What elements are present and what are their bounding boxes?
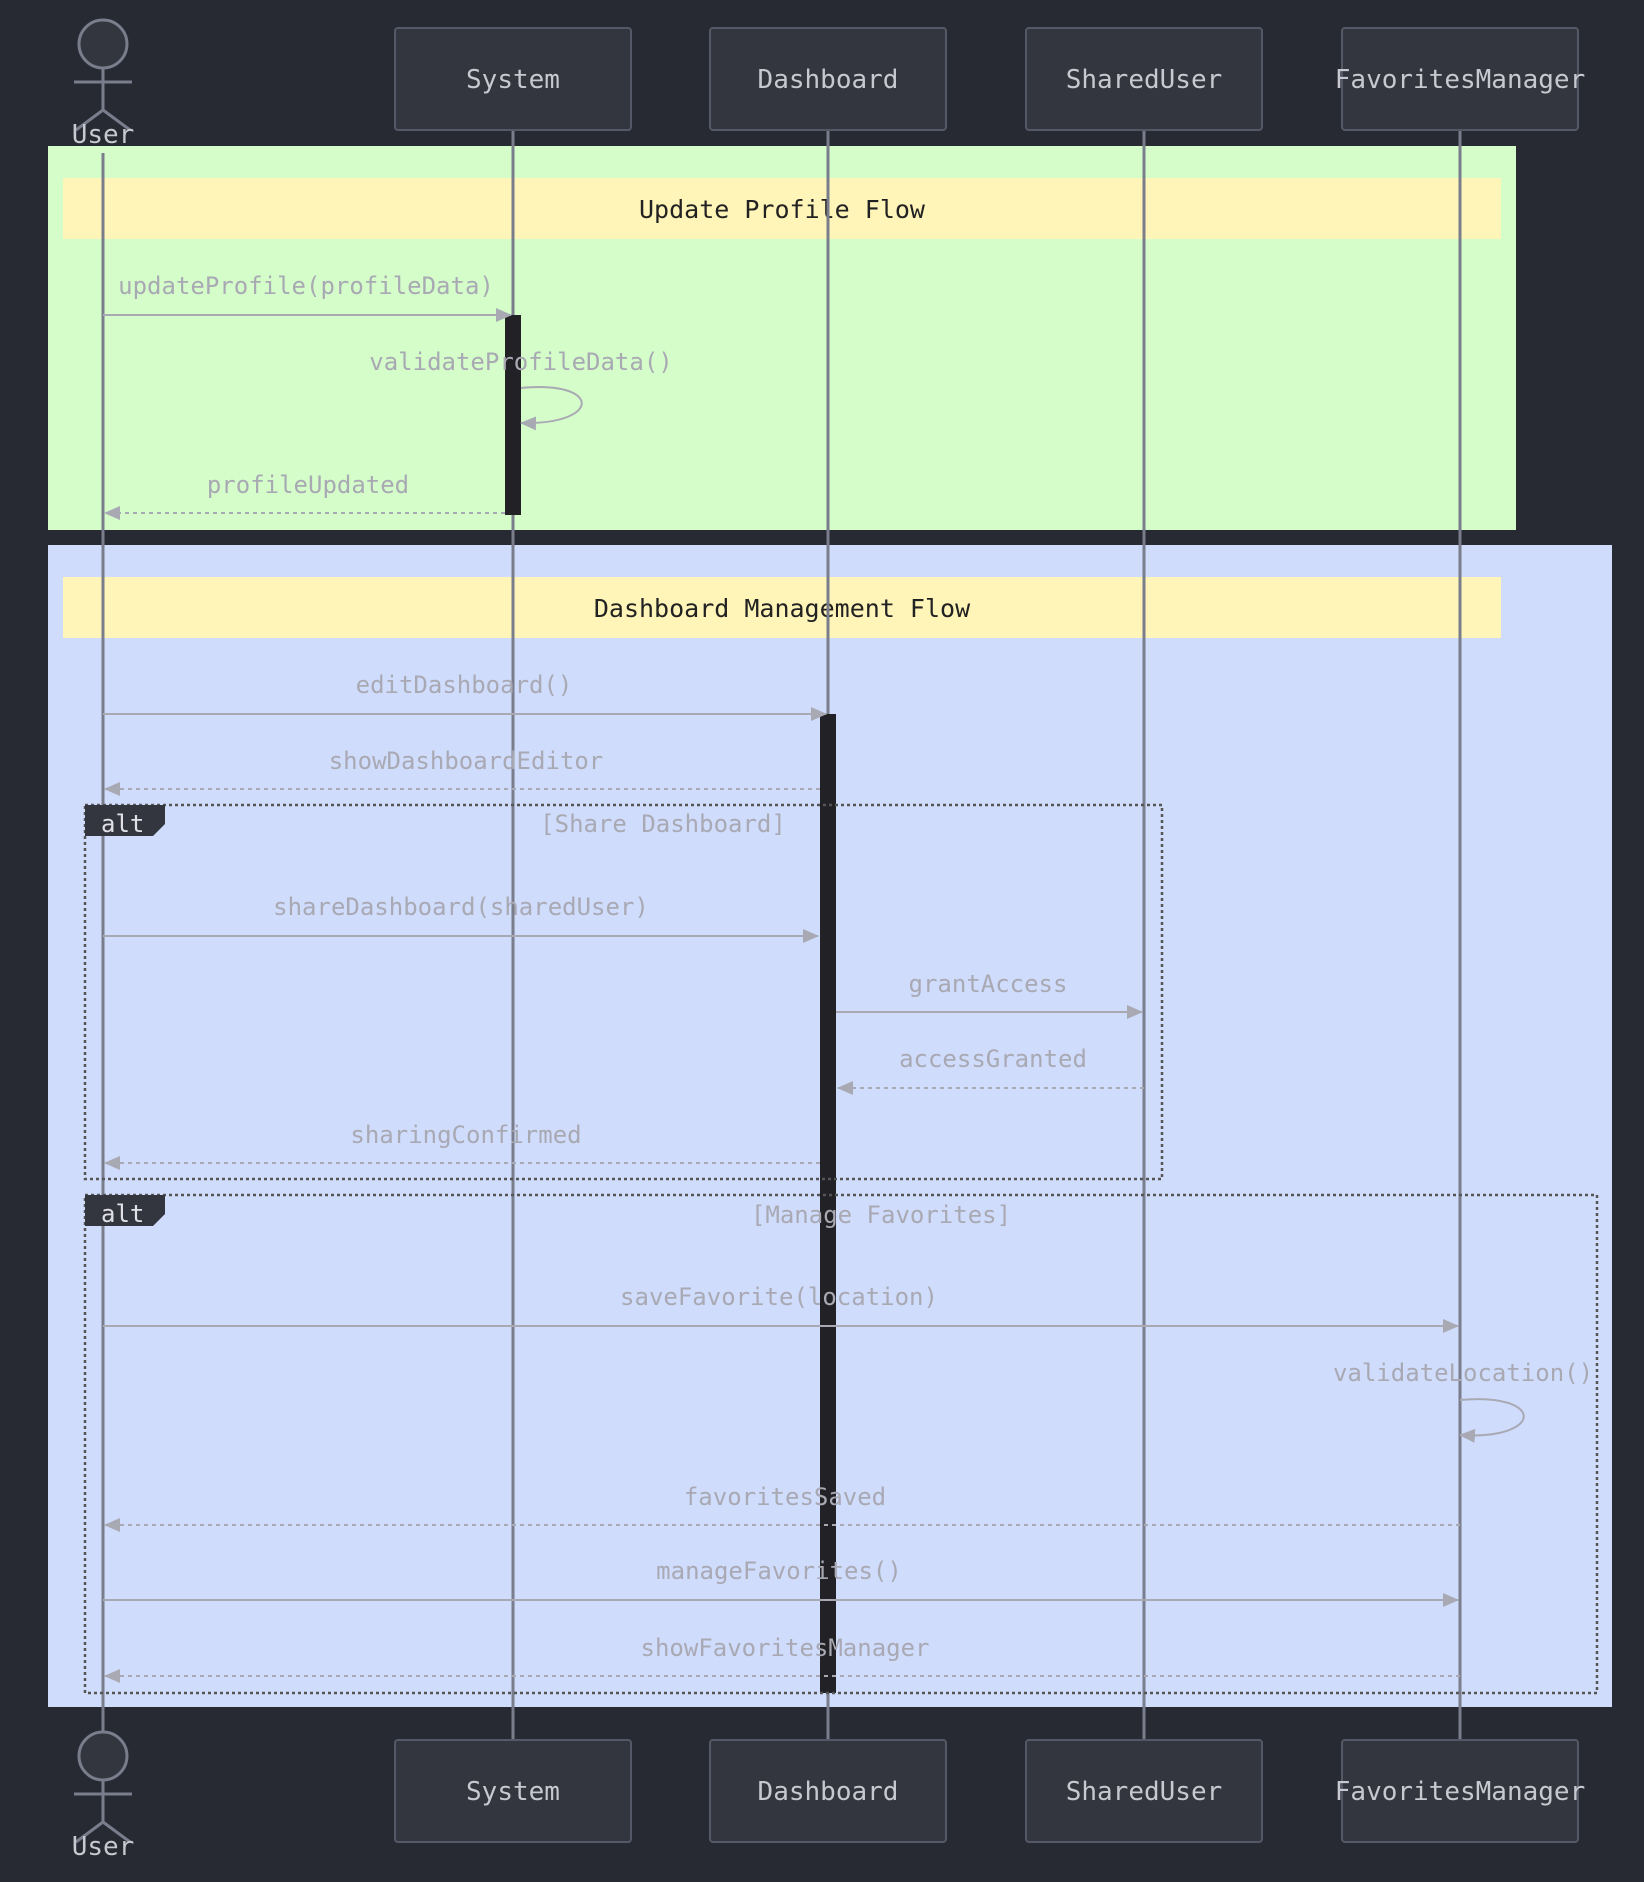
alt-favorites-condition: [Manage Favorites] (751, 1201, 1011, 1229)
message-arrow (1459, 1398, 1525, 1443)
actor-head-icon (77, 18, 129, 70)
message-label: manageFavorites() (656, 1557, 902, 1585)
message-label: saveFavorite(location) (620, 1283, 938, 1311)
participant-label-user: User (72, 120, 135, 150)
participant-label-dashboard: Dashboard (758, 65, 899, 95)
activation-system (505, 315, 521, 515)
participant-label-favoritesmanager: FavoritesManager (1335, 1777, 1585, 1807)
note-update-profile-label: Update Profile Flow (639, 195, 926, 224)
message-label: validateLocation() (1333, 1359, 1593, 1387)
participant-label-system: System (466, 1777, 560, 1807)
message-label: shareDashboard(sharedUser) (273, 893, 649, 921)
participant-system-bottom: System (394, 1739, 632, 1843)
participant-dashboard-top: Dashboard (709, 27, 947, 131)
message-arrow (520, 386, 583, 431)
participant-favoritesmanager-bottom: FavoritesManager (1335, 1739, 1585, 1843)
message-label: grantAccess (909, 970, 1068, 998)
alt-share-keyword: alt (101, 810, 144, 838)
alt-frame-share-dashboard: alt [Share Dashboard] (83, 803, 1164, 1181)
message-label: updateProfile(profileData) (118, 272, 494, 300)
actor-user-top: User (72, 18, 135, 150)
participant-label-shareduser: SharedUser (1066, 1777, 1223, 1807)
participant-dashboard-bottom: Dashboard (709, 1739, 947, 1843)
message-label: accessGranted (899, 1045, 1087, 1073)
actor-user-bottom: User (72, 1730, 135, 1862)
activation-dashboard (820, 714, 836, 1693)
participant-system-top: System (394, 27, 632, 131)
message-label: validateProfileData() (369, 348, 672, 376)
participant-label-favoritesmanager: FavoritesManager (1335, 65, 1585, 95)
message-label: editDashboard() (356, 671, 573, 699)
note-dashboard-management-label: Dashboard Management Flow (594, 594, 971, 623)
participant-shareduser-top: SharedUser (1025, 27, 1263, 131)
message-label: profileUpdated (207, 471, 409, 499)
actor-head-icon (77, 1730, 129, 1782)
participant-label-dashboard: Dashboard (758, 1777, 899, 1807)
message-label: sharingConfirmed (350, 1121, 581, 1149)
message-label: showDashboardEditor (329, 747, 604, 775)
alt-share-condition: [Share Dashboard] (540, 810, 786, 838)
participant-shareduser-bottom: SharedUser (1025, 1739, 1263, 1843)
message-label: favoritesSaved (684, 1483, 886, 1511)
participant-label-shareduser: SharedUser (1066, 65, 1223, 95)
note-update-profile (63, 178, 1501, 239)
note-dashboard-management (63, 577, 1501, 638)
alt-favorites-keyword: alt (101, 1200, 144, 1228)
participant-favoritesmanager-top: FavoritesManager (1335, 27, 1585, 131)
participant-label-system: System (466, 65, 560, 95)
participant-label-user: User (72, 1832, 135, 1862)
messages: updateProfile(profileData) validateProfi… (103, 272, 1593, 1683)
alt-frame-manage-favorites: alt [Manage Favorites] (83, 1193, 1599, 1695)
message-label: showFavoritesManager (641, 1634, 930, 1662)
